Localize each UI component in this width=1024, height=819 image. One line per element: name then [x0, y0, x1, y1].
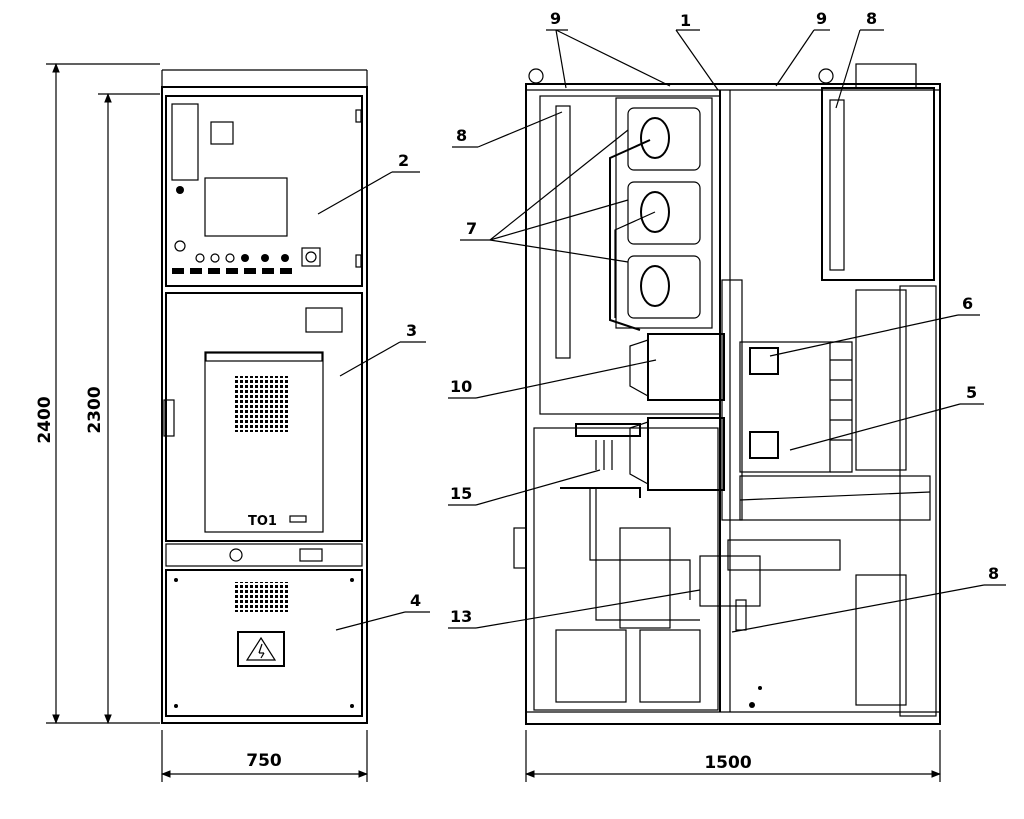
cable-compartment: [533, 427, 719, 711]
door-handle: [163, 399, 175, 437]
low-voltage-compartment: [821, 87, 935, 281]
side-width-dimension: 1500: [704, 753, 751, 773]
breaker-front-plate: [204, 351, 324, 533]
circuit-breaker-body: [739, 341, 831, 473]
withdrawable-truck: [739, 475, 931, 521]
front-cabinet-outline: [161, 86, 368, 724]
callout-7: 7: [466, 219, 477, 238]
breaker-plate-label: TO1: [248, 514, 277, 529]
front-view: TO1: [161, 69, 368, 724]
control-buttons-row: [172, 240, 321, 274]
height-outer-dimension: 2400: [35, 396, 55, 443]
high-voltage-warning-icon: [245, 636, 277, 661]
lower-contact-housing: [647, 417, 725, 491]
callout-labels: 1 2 3 4 5 6 7 8 8 8 9 9 10 13 15: [398, 9, 999, 626]
callout-3: 3: [406, 321, 417, 340]
indicator-window: [171, 103, 199, 181]
upper-contact-housing: [647, 333, 725, 401]
inspection-window: [305, 307, 343, 333]
relay-compartment-door: [165, 95, 363, 287]
side-view: [513, 63, 941, 725]
cable-compartment-door: [165, 569, 363, 717]
lifting-eye-right: [818, 68, 834, 84]
callout-2: 2: [398, 151, 409, 170]
display-window: [210, 121, 234, 145]
key-switch: [301, 247, 321, 267]
callout-13: 13: [450, 607, 472, 626]
breaker-contact-upper: [749, 347, 779, 375]
busbar-insulator-2: [627, 181, 701, 245]
height-inner-dimension: 2300: [85, 386, 105, 433]
current-transformer: [595, 440, 613, 470]
callout-5: 5: [966, 383, 977, 402]
breaker-compartment-door: [165, 292, 363, 542]
busbar-insulator-3: [627, 255, 701, 319]
auxiliary-strip: [165, 543, 363, 567]
callout-4: 4: [410, 591, 421, 610]
vent-grille-bottom: [235, 582, 289, 612]
callout-9-right: 9: [816, 9, 827, 28]
side-cabinet-outline: [525, 83, 941, 725]
callout-8-bottom: 8: [988, 564, 999, 583]
callout-10: 10: [450, 377, 472, 396]
callout-leaders: [317, 29, 1006, 633]
front-dimensions: [46, 63, 941, 782]
breaker-pole-insulators: [830, 341, 853, 473]
callout-8-top-right: 8: [866, 9, 877, 28]
vent-grille-middle: [235, 376, 289, 432]
earthing-switch: [699, 555, 761, 607]
lifting-eye-left: [528, 68, 544, 84]
callout-15: 15: [450, 484, 472, 503]
relay-screen: [204, 177, 288, 237]
warning-sign-plate: [237, 631, 285, 667]
front-width-dimension: 750: [246, 751, 282, 771]
busbar-insulator-1: [627, 107, 701, 171]
callout-8-top-left: 8: [456, 126, 467, 145]
callout-1: 1: [680, 11, 691, 30]
callout-9-left: 9: [550, 9, 561, 28]
callout-6: 6: [962, 294, 973, 313]
breaker-contact-lower: [749, 431, 779, 459]
